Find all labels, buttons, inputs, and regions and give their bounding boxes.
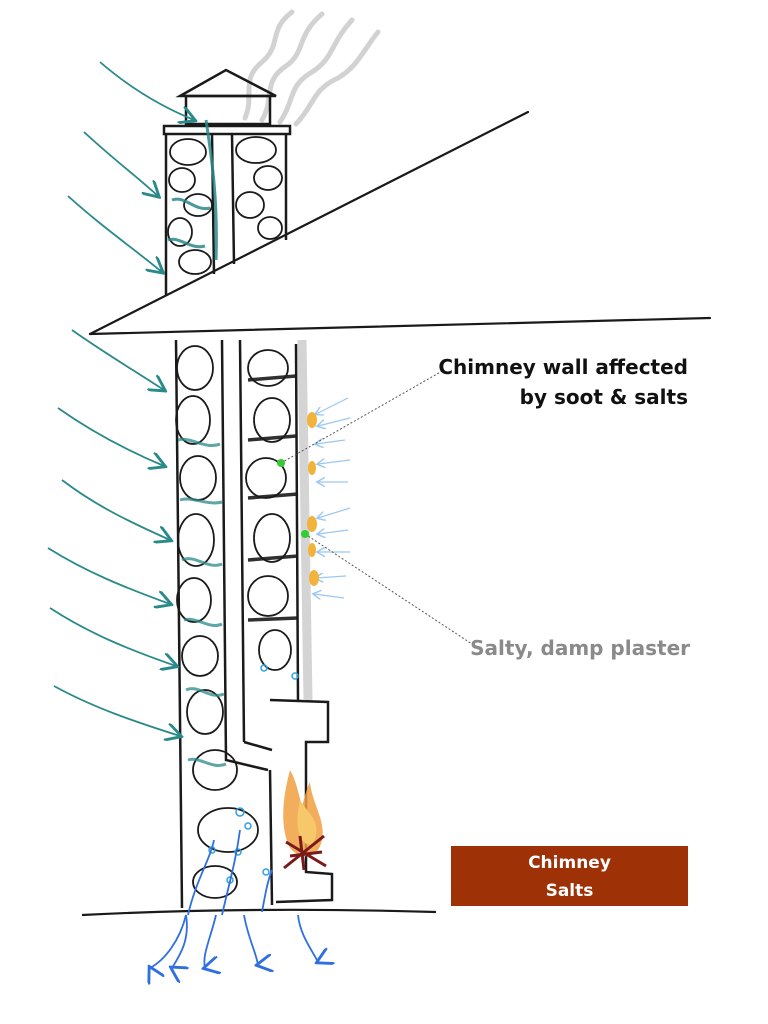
badge-line1: Chimney bbox=[528, 853, 611, 873]
wall-moisture-streaks bbox=[177, 437, 227, 767]
upper-chimney bbox=[162, 68, 292, 296]
wall-marker-dot bbox=[277, 459, 285, 467]
chimney-salts-badge: Chimney Salts bbox=[451, 846, 688, 906]
rain-arrows bbox=[47, 61, 194, 736]
plaster-layer bbox=[297, 339, 313, 701]
salty-plaster-label: Salty, damp plaster bbox=[470, 636, 690, 660]
interior-moisture-arrows bbox=[314, 397, 351, 598]
droplets bbox=[208, 664, 299, 884]
roof bbox=[88, 110, 712, 336]
fire bbox=[283, 770, 327, 871]
badge-line2: Salts bbox=[545, 881, 594, 901]
plaster-marker-dot bbox=[301, 530, 309, 538]
lower-chimney bbox=[174, 339, 334, 909]
salt-spots bbox=[307, 412, 319, 586]
leader-lines bbox=[280, 369, 479, 649]
ground-line bbox=[81, 908, 437, 917]
ground-water-arrows bbox=[150, 829, 318, 968]
chimney-wall-label: Chimney wall affected by soot & salts bbox=[420, 352, 688, 412]
chimney-wall-label-line1: Chimney wall affected bbox=[438, 355, 688, 379]
soot-mortar bbox=[247, 374, 299, 622]
upper-moisture-streaks bbox=[167, 119, 218, 261]
smoke bbox=[242, 9, 381, 127]
chimney-wall-label-line2: by soot & salts bbox=[519, 385, 688, 409]
